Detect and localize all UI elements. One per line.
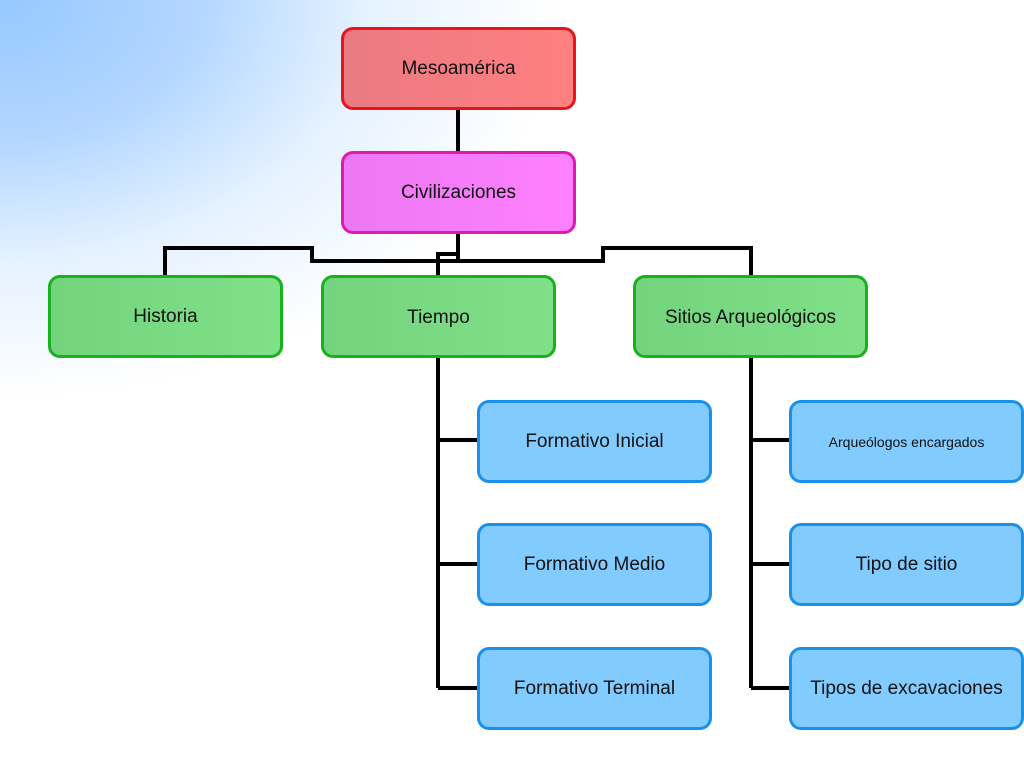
- node-tiempo: Tiempo: [321, 275, 556, 358]
- node-label: Formativo Terminal: [513, 677, 676, 699]
- connector-civ-historia: [163, 233, 460, 275]
- node-arqueologos-encargados: Arqueólogos encargados: [789, 400, 1024, 483]
- node-historia: Historia: [48, 275, 283, 358]
- node-label: Sitios Arqueológicos: [664, 307, 837, 328]
- node-label: Tipo de sitio: [855, 553, 958, 575]
- connector-tiempo-children: [436, 357, 477, 690]
- node-civilizaciones: Civilizaciones: [341, 151, 576, 234]
- node-sitios-arqueologicos: Sitios Arqueológicos: [633, 275, 868, 358]
- connector-civ-sitios: [458, 246, 753, 275]
- node-label: Arqueólogos encargados: [828, 433, 985, 450]
- node-label: Formativo Inicial: [525, 430, 664, 452]
- node-label: Tiempo: [407, 307, 470, 328]
- node-formativo-terminal: Formativo Terminal: [477, 647, 712, 730]
- node-label: Formativo Medio: [523, 553, 666, 575]
- node-label: Tipos de excavaciones: [810, 677, 1003, 699]
- node-label: Civilizaciones: [400, 181, 517, 203]
- node-tipos-de-excavaciones: Tipos de excavaciones: [789, 647, 1024, 730]
- node-label: Historia: [133, 305, 198, 327]
- node-tipo-de-sitio: Tipo de sitio: [789, 523, 1024, 606]
- node-mesoamerica: Mesoamérica: [341, 27, 576, 110]
- node-formativo-inicial: Formativo Inicial: [477, 400, 712, 483]
- node-label: Mesoamérica: [401, 57, 516, 79]
- connector-civ-tiempo: [436, 252, 458, 275]
- connector-sitios-children: [749, 357, 789, 690]
- node-formativo-medio: Formativo Medio: [477, 523, 712, 606]
